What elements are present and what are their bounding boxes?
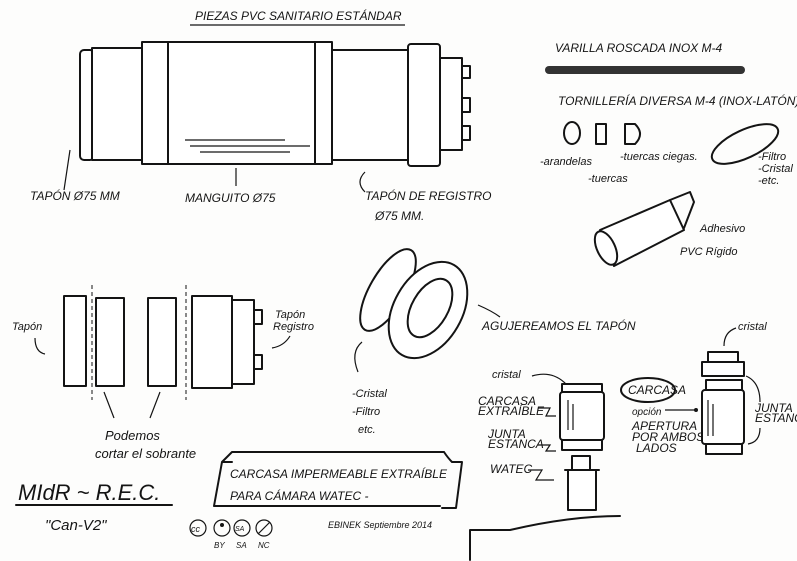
adhesive-tube	[593, 191, 695, 267]
title-banner-frame	[213, 451, 463, 509]
label-asm-cristal: cristal	[492, 369, 521, 381]
label-asm-watec: Watec	[490, 462, 533, 476]
drilled-cap	[387, 260, 469, 360]
label-manguito: Manguito Ø75	[185, 191, 276, 205]
label-opt-line1: apertura	[631, 419, 697, 433]
label-opt-junta-1: Junta	[754, 401, 793, 415]
sa-label: SA	[236, 541, 247, 550]
label-cap-nuts: -tuercas ciegas.	[620, 151, 698, 163]
nut-icon	[595, 123, 607, 145]
label-adhesive-1: Adhesivo	[699, 223, 745, 235]
cc-license-badges: cc SA BY SA NC	[189, 519, 273, 550]
label-filtro: -Filtro	[758, 151, 786, 163]
label-lens-etc: etc.	[358, 424, 376, 436]
cc-icon: cc	[191, 524, 201, 534]
label-adhesive-2: PVC Rígido	[680, 246, 737, 258]
label-cut-registro-2: Registro	[273, 321, 314, 333]
pvc-tapon	[79, 47, 143, 161]
label-cristal: -Cristal	[758, 163, 793, 175]
sa-icon: SA	[235, 526, 245, 533]
washer-icon	[563, 121, 581, 145]
label-asm-junta-2: estanca	[488, 437, 544, 451]
cut-pieces	[63, 285, 263, 400]
filter-disc-icon	[710, 123, 780, 165]
banner-line1: Carcasa impermeable Extraíble	[230, 466, 448, 481]
label-opt-opcion: opción	[632, 407, 662, 418]
brand-version: "Can-V2"	[45, 517, 107, 534]
label-lens-filtro: -Filtro	[352, 406, 380, 418]
nc-icon	[255, 519, 273, 537]
housing-option	[701, 351, 745, 455]
pvc-tapon-registro	[331, 43, 471, 167]
label-cut-note-2: cortar el sobrante	[95, 446, 196, 461]
label-etc: -etc.	[758, 175, 779, 187]
label-opt-junta-2: estanca	[755, 411, 797, 425]
label-lens-cristal: -Cristal	[352, 388, 387, 400]
cap-nut-icon	[624, 123, 641, 145]
banner-line2: para cámara Watec -	[230, 488, 368, 503]
label-registro-2: Ø75 mm.	[374, 209, 424, 223]
brand-name: MIdR ~ R.E.C.	[18, 480, 160, 505]
label-drill: Agujereamos el tapón	[481, 318, 636, 333]
author-date: EBINEK Septiembre 2014	[328, 520, 432, 530]
housing-assembly	[469, 383, 621, 561]
by-icon	[213, 519, 231, 537]
label-opt-line3: lados	[636, 441, 677, 455]
label-cut-note-1: Podemos	[105, 428, 160, 443]
nc-label: NC	[258, 541, 270, 550]
label-asm-carcasa-1: Carcasa	[478, 394, 536, 408]
label-nuts: -tuercas	[588, 173, 628, 185]
label-cut-registro-1: Tapón	[275, 309, 305, 321]
label-opt-line2: por ambos	[632, 430, 704, 444]
sheet-title: Piezas PVC Sanitario estándar	[195, 8, 402, 23]
label-opt-cristal: cristal	[738, 321, 767, 333]
label-tapon: Tapón Ø75 mm	[30, 188, 120, 203]
label-screws: Tornillería diversa M-4 (inox-latón)	[558, 93, 797, 108]
label-rod: Varilla Roscada inox M-4	[555, 41, 722, 55]
pvc-manguito	[141, 41, 333, 165]
label-opt-carcasa: Carcasa	[628, 383, 686, 397]
by-label: BY	[214, 541, 225, 550]
label-registro-1: Tapón de Registro	[365, 188, 491, 203]
label-washers: -arandelas	[540, 156, 592, 168]
label-asm-carcasa-2: extraíble	[478, 403, 545, 418]
carcasa-ellipse	[620, 377, 676, 403]
label-cut-tapon: Tapón	[12, 321, 42, 333]
threaded-rod	[545, 66, 745, 74]
label-asm-junta-1: Junta	[487, 427, 526, 441]
